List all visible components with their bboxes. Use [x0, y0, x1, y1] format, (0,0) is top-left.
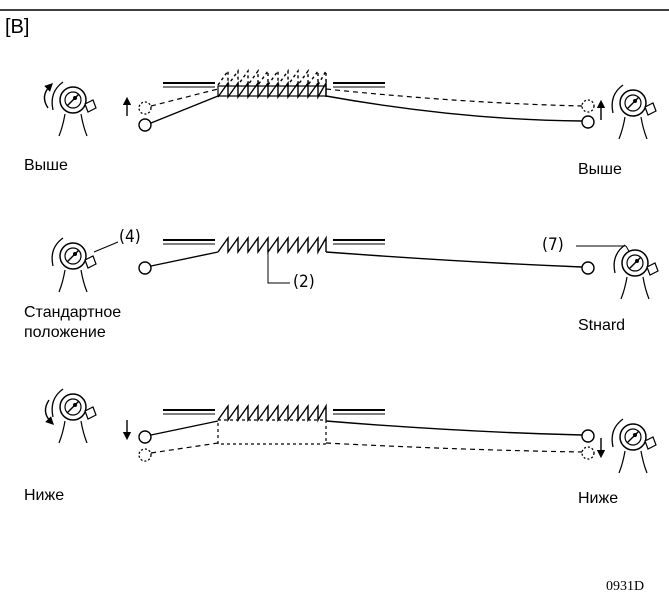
callout-right-dial: (7)	[542, 235, 564, 255]
right-dial-icon	[611, 84, 657, 140]
right-dial-icon	[611, 418, 657, 474]
row-higher-left-label: Выше	[24, 157, 68, 174]
row-standard-left-label-line2: положение	[24, 324, 106, 341]
row-standard	[51, 237, 659, 300]
left-dial-icon	[51, 237, 97, 293]
left-dial-icon	[51, 388, 97, 444]
row-higher	[43, 70, 657, 140]
row-lower-right-label: Ниже	[578, 490, 619, 507]
row-higher-right-label: Выше	[578, 161, 622, 178]
row-standard-right-label: Stнard	[578, 317, 626, 334]
figure-code: 0931D	[606, 579, 645, 594]
row-lower	[44, 388, 657, 474]
callout-left-dial: (4)	[119, 227, 141, 247]
row-standard-left-label-line1: Стандартное	[24, 304, 122, 321]
right-dial-icon	[613, 244, 659, 300]
section-label: [B]	[5, 16, 30, 38]
callout-feed-dog: (2)	[293, 272, 315, 292]
row-lower-left-label: Ниже	[24, 487, 65, 504]
left-dial-icon	[51, 81, 97, 137]
